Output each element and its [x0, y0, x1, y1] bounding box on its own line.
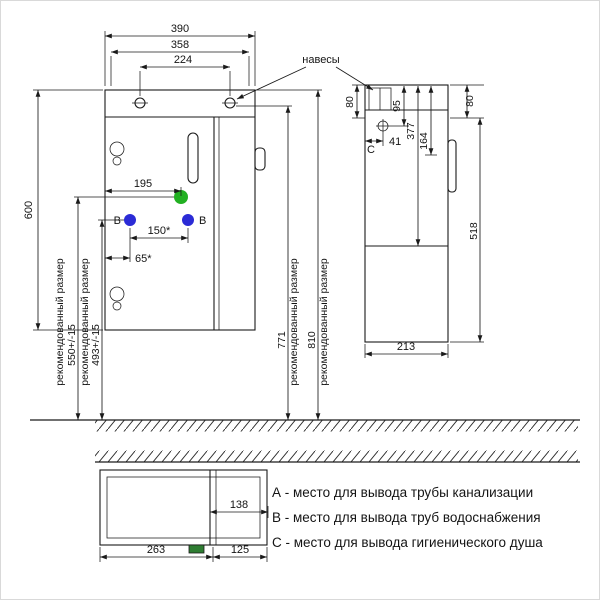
point-a-sewage — [174, 190, 188, 204]
side-dimensions: 80 95 377 164 80 518 41 C 213 — [344, 84, 484, 358]
point-b-left — [124, 214, 136, 226]
wall-line — [95, 450, 580, 463]
dim-left-width: 263 — [147, 544, 165, 556]
dim-hanger-depth-left: 80 — [344, 96, 356, 108]
dim-164: 164 — [418, 132, 430, 150]
dim-holes-height: 771 — [276, 331, 288, 349]
dim-body-height: 518 — [468, 222, 480, 240]
drain-outlet — [188, 544, 205, 554]
hinge-top — [109, 141, 125, 157]
front-view: B B — [104, 89, 266, 331]
legend: А - место для вывода трубы канализации В… — [272, 485, 543, 550]
dim-supply-span: 150* — [148, 225, 171, 237]
point-b-left-label: B — [114, 215, 121, 227]
ground-hatch — [95, 420, 578, 432]
dim-hanger-depth-right: 80 — [464, 95, 476, 107]
legend-line-b: В - место для вывода труб водоснабжения — [272, 510, 541, 525]
dim-depth: 213 — [397, 341, 415, 353]
dim-top-height: 810 — [306, 331, 318, 349]
dim-right-width: 125 — [231, 544, 249, 556]
recommended-label-3: рекомендованный размер — [288, 258, 300, 386]
wall-hatch — [95, 450, 578, 462]
bottom-view: 138 263 125 — [99, 469, 269, 562]
handle-side-profile — [447, 139, 457, 193]
side-towel-holder — [254, 147, 266, 171]
dim-sewage-height: 550+/-15 — [66, 324, 78, 366]
hangers-leader-left — [236, 66, 307, 100]
dim-holes-span: 224 — [174, 54, 192, 66]
point-c-label: C — [367, 144, 375, 156]
bottom-outline — [99, 469, 268, 546]
side-outline — [364, 84, 449, 343]
point-b-right — [182, 214, 194, 226]
dim-inner-width: 138 — [230, 499, 248, 511]
point-b-right-label: B — [199, 215, 206, 227]
cabinet-outline — [104, 89, 256, 331]
dim-377: 377 — [405, 122, 417, 140]
legend-line-c: С - место для вывода гигиенического душа — [272, 535, 543, 550]
dim-supply-height: 493+/-15 — [90, 324, 102, 366]
hangers-label: навесы — [302, 54, 340, 66]
dim-width-inner: 358 — [171, 39, 189, 51]
ground-line — [30, 419, 580, 432]
dim-shower-drop: 95 — [391, 100, 403, 112]
recommended-label-2: рекомендованный размер — [79, 258, 91, 386]
recommended-label-4: рекомендованный размер — [318, 258, 330, 386]
hangers-leader-right — [335, 66, 374, 91]
dim-sewage-offset: 195 — [134, 178, 152, 190]
legend-line-a: А - место для вывода трубы канализации — [272, 485, 533, 500]
dim-height: 600 — [23, 201, 35, 219]
dim-width-total: 390 — [171, 23, 189, 35]
side-view — [364, 84, 457, 343]
dim-supply-offset: 65* — [135, 253, 152, 265]
front-dimensions: 390 358 224 600 195 150* 65* 550+/-15 ре… — [23, 23, 374, 420]
hinge-bottom — [109, 286, 125, 302]
dim-shower-offset: 41 — [389, 136, 401, 148]
door-handle — [187, 132, 199, 184]
recommended-label-1: рекомендованный размер — [54, 258, 66, 386]
